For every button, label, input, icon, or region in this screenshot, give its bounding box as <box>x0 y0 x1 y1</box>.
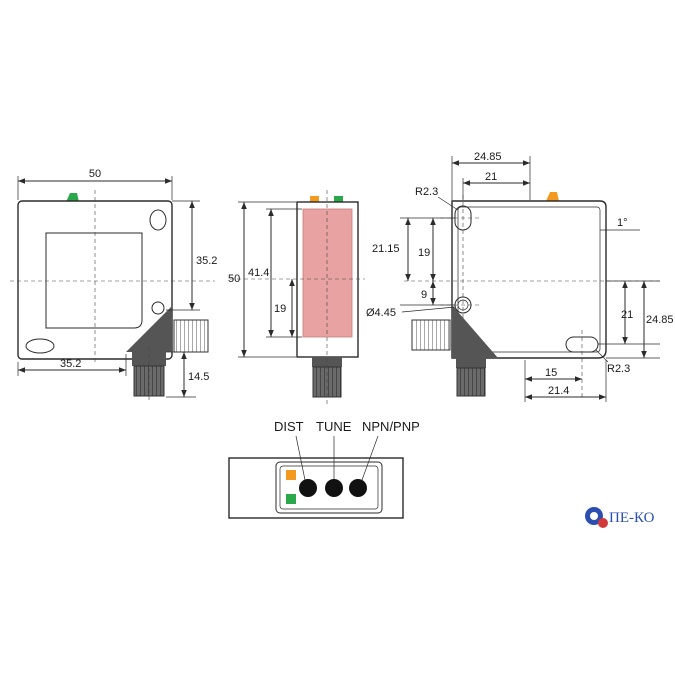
label-dist: DIST <box>274 419 304 434</box>
panel-inner-frame <box>275 461 383 514</box>
knob-tune <box>325 479 343 497</box>
front-view: 50 35.2 35.2 14.5 <box>10 168 217 400</box>
label-tune: TUNE <box>316 419 352 434</box>
front-side-connector <box>173 319 209 353</box>
dim-rear-radius-bottom: R2.3 <box>607 363 630 375</box>
dim-rear-top-outer: 24.85 <box>474 151 502 163</box>
rear-view: 24.85 21 R2.3 1° 21.15 19 9 Ø4.45 21 24.… <box>366 151 674 402</box>
rear-led-tab <box>546 192 559 201</box>
dim-rear-hole: Ø4.45 <box>366 307 396 319</box>
dim-rear-bottom-outer: 21.4 <box>548 385 569 397</box>
rear-body-inner <box>457 206 601 353</box>
rear-side-connector <box>411 319 451 351</box>
front-connector-base <box>132 352 166 366</box>
front-hole-top <box>149 209 167 231</box>
side-led-green <box>334 196 343 203</box>
panel-led-orange <box>286 470 296 480</box>
dim-side-window: 41.4 <box>248 267 269 279</box>
front-hole-right <box>151 301 165 315</box>
rear-body <box>451 200 607 359</box>
knob-npn-pnp <box>349 479 367 497</box>
dim-rear-left-mid: 19 <box>418 247 430 259</box>
side-window <box>302 208 353 338</box>
logo-gear-small-icon <box>598 518 608 528</box>
side-led-orange <box>310 196 319 203</box>
side-view: 50 41.4 19 <box>228 190 365 405</box>
panel-led-green <box>286 494 296 504</box>
dim-rear-angle: 1° <box>617 217 628 229</box>
dim-rear-radius-top: R2.3 <box>415 186 438 198</box>
knob-dist <box>299 479 317 497</box>
dim-rear-left-big: 21.15 <box>372 243 400 255</box>
rear-connector-base <box>456 358 486 368</box>
control-panel: DIST TUNE NPN/PNP <box>228 419 420 519</box>
front-lens-window <box>45 232 143 329</box>
dim-rear-right-outer: 24.85 <box>646 314 674 326</box>
dim-side-lower: 19 <box>274 303 286 315</box>
label-npn-pnp: NPN/PNP <box>362 419 420 434</box>
logo-text: ПЕ-КО <box>609 510 655 526</box>
dim-rear-left-small: 9 <box>421 289 427 301</box>
dim-rear-top-inner: 21 <box>485 171 497 183</box>
dim-front-offset-lower: 35.2 <box>60 358 81 370</box>
rear-connector-block <box>452 305 498 358</box>
dim-front-width: 50 <box>89 168 101 180</box>
logo: ПЕ-КО <box>585 507 655 528</box>
front-led-tab <box>66 193 79 202</box>
dim-front-connector-height: 14.5 <box>188 371 209 383</box>
front-slot-bottom <box>25 338 55 354</box>
rear-connector-thread <box>456 367 486 397</box>
dim-front-height-upper: 35.2 <box>196 255 217 267</box>
dim-rear-right-inner: 21 <box>621 309 633 321</box>
front-connector-block <box>126 306 172 352</box>
dim-rear-bottom-inner: 15 <box>545 367 557 379</box>
dim-side-total: 50 <box>228 273 240 285</box>
